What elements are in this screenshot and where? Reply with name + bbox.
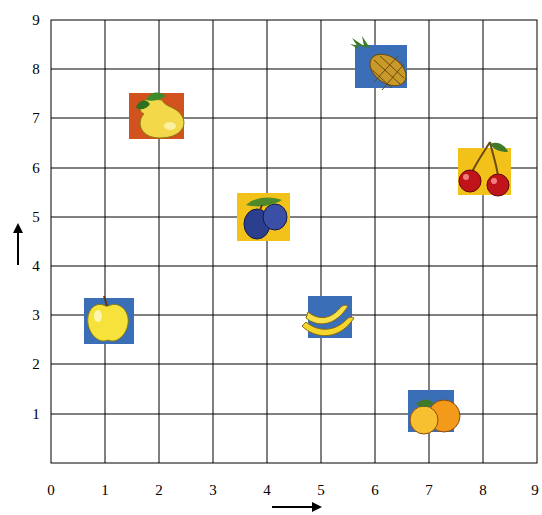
y-axis-number: 8 [32,62,40,77]
y-axis-number: 7 [32,111,40,126]
x-axis-number: 3 [209,483,217,498]
x-axis-number: 1 [101,483,109,498]
y-axis-number: 5 [32,210,40,225]
y-axis-number: 3 [32,308,40,323]
x-axis-number: 0 [47,483,55,498]
pear-icon [129,93,184,139]
y-axis-number: 6 [32,161,40,176]
x-axis-number: 9 [531,483,539,498]
x-axis-number: 5 [317,483,325,498]
y-axis-number: 1 [32,407,40,422]
x-axis-number: 7 [425,483,433,498]
x-axis-number: 4 [263,483,271,498]
pineapple-icon [350,36,412,92]
orange-icon [408,390,460,434]
y-axis-number: 9 [32,13,40,28]
grid-lines [51,20,537,463]
plum-icon [237,193,290,241]
x-axis-number: 6 [371,483,379,498]
x-axis-number: 8 [479,483,487,498]
axis-arrows [13,223,322,512]
y-axis-number: 4 [32,259,40,274]
x-axis-number: 2 [155,483,163,498]
banana-icon [302,296,354,338]
apple-icon [84,296,134,344]
y-axis-number: 2 [32,357,40,372]
cherries-icon [458,142,511,196]
